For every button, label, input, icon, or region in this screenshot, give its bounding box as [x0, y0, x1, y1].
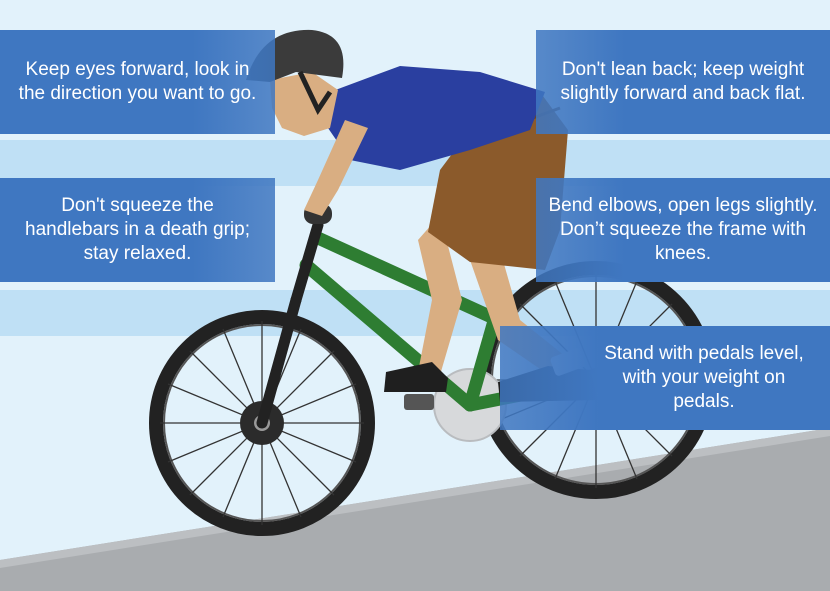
shoe-front: [384, 362, 448, 392]
rider-leg-front: [418, 215, 462, 375]
tip-bend-elbows: Bend elbows, open legs slightly. Don’t s…: [536, 178, 830, 282]
tip-dont-lean-back: Don't lean back; keep weight slightly fo…: [536, 30, 830, 134]
hill-highlight: [0, 428, 830, 568]
tip-eyes-text: Keep eyes forward, look in the direction…: [18, 59, 257, 104]
rider-shorts: [428, 92, 568, 270]
rider-arm: [304, 120, 368, 216]
tip-handlebar-grip: Don't squeeze the handlebars in a death …: [0, 178, 275, 282]
fork: [256, 219, 324, 429]
rider-shirt: [328, 66, 545, 170]
tip-lean-text: Don't lean back; keep weight slightly fo…: [560, 59, 806, 104]
tip-grip-text: Don't squeeze the handlebars in a death …: [25, 195, 250, 264]
rider-head: [270, 72, 338, 136]
tip-elbows-text: Bend elbows, open legs slightly. Don’t s…: [548, 195, 818, 264]
pedal: [404, 394, 434, 410]
tip-pedals-text: Stand with pedals level, with your weigh…: [604, 343, 804, 412]
tip-eyes-forward: Keep eyes forward, look in the direction…: [0, 30, 275, 134]
tip-pedals-level: Stand with pedals level, with your weigh…: [500, 326, 830, 430]
